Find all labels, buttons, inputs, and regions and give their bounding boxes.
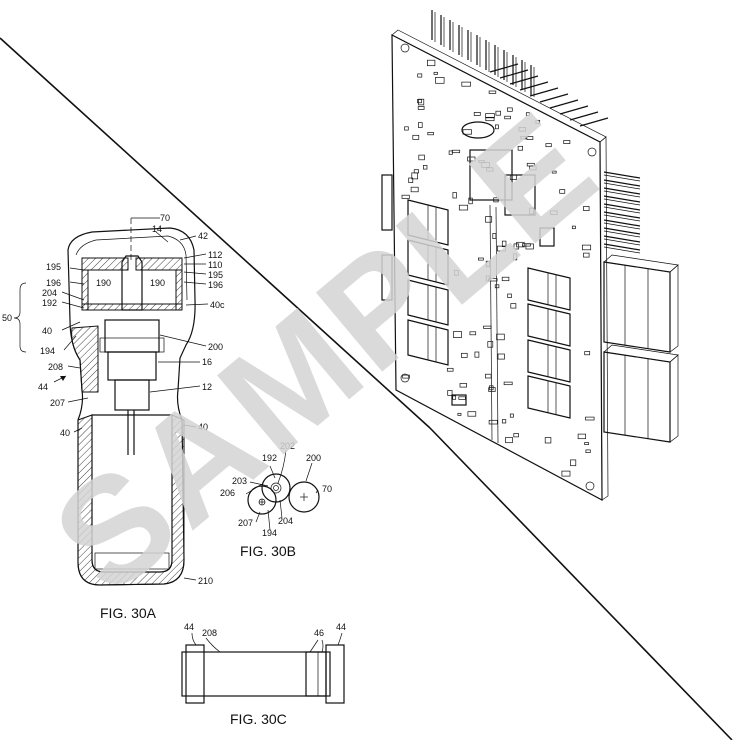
ref-195-right: 195 bbox=[208, 270, 223, 280]
ref-40-lower: 40 bbox=[60, 428, 70, 438]
ref-44: 44 bbox=[38, 382, 48, 392]
ref-44-left: 44 bbox=[184, 622, 194, 632]
ref-110: 110 bbox=[208, 260, 222, 270]
ref-40c: 40c bbox=[210, 300, 225, 310]
ref-192: 192 bbox=[42, 298, 57, 308]
ref-203: 203 bbox=[232, 476, 247, 486]
ref-210: 210 bbox=[198, 576, 213, 586]
ref-44-right: 44 bbox=[336, 622, 346, 632]
ref-196-right: 196 bbox=[208, 280, 223, 290]
ref-208: 208 bbox=[48, 362, 63, 372]
ref-14: 14 bbox=[152, 224, 162, 234]
ref-112: 112 bbox=[208, 250, 222, 260]
ref-207: 207 bbox=[50, 398, 65, 408]
ref-204-b: 204 bbox=[278, 516, 293, 526]
fig-30b-drawing bbox=[245, 449, 320, 531]
ref-40-upper: 40 bbox=[42, 326, 52, 336]
fig-30c-caption: FIG. 30C bbox=[230, 711, 287, 727]
ref-195-left: 195 bbox=[46, 262, 61, 272]
ref-200-b: 200 bbox=[306, 453, 321, 463]
ref-16: 16 bbox=[202, 357, 212, 367]
ref-204: 204 bbox=[42, 288, 57, 298]
ref-194-b: 194 bbox=[262, 528, 277, 538]
ref-190-right: 190 bbox=[150, 278, 165, 288]
fig-30c-drawing bbox=[181, 632, 345, 704]
ref-50: 50 bbox=[2, 313, 12, 323]
ref-70-b: 70 bbox=[322, 484, 332, 494]
ref-70: 70 bbox=[160, 213, 170, 223]
ref-46: 46 bbox=[314, 628, 324, 638]
ref-200: 200 bbox=[208, 342, 223, 352]
ref-206: 206 bbox=[220, 488, 235, 498]
ref-12: 12 bbox=[202, 382, 212, 392]
ref-42: 42 bbox=[198, 231, 208, 241]
ref-190-left: 190 bbox=[96, 278, 111, 288]
ref-207-b: 207 bbox=[238, 518, 253, 528]
ref-208-c: 208 bbox=[202, 628, 217, 638]
ref-192-b: 192 bbox=[262, 453, 277, 463]
fig-30a-drawing bbox=[13, 217, 209, 586]
ref-194: 194 bbox=[40, 346, 55, 356]
circuit-board-drawing bbox=[381, 10, 679, 502]
divider-line-left bbox=[0, 37, 431, 429]
ref-196-left: 196 bbox=[46, 278, 61, 288]
ref-40-right: 40 bbox=[198, 422, 208, 432]
fig-30a-caption: FIG. 30A bbox=[100, 605, 157, 621]
ref-202: 202 bbox=[280, 441, 295, 451]
fig-30b-caption: FIG. 30B bbox=[240, 543, 296, 559]
divider-line-right bbox=[429, 427, 733, 741]
